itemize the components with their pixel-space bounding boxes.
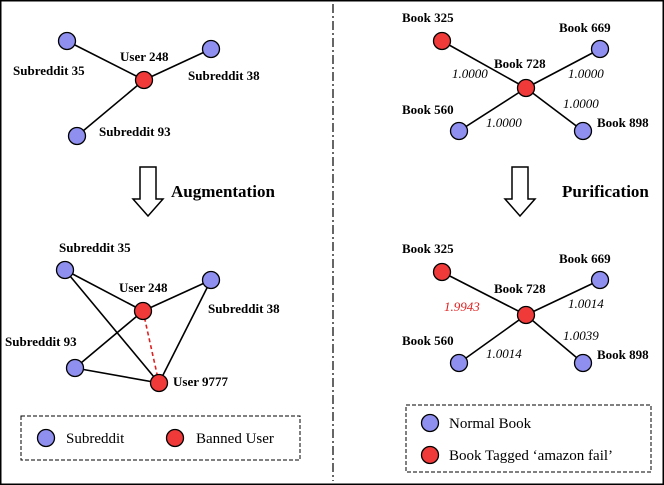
node-label: Book 669 (559, 251, 611, 266)
edge-weight: 1.0000 (486, 115, 522, 130)
banned-user-node (133, 301, 153, 321)
node-label: Book 560 (402, 333, 454, 348)
step-label: Augmentation (171, 182, 275, 201)
edge (76, 79, 145, 137)
edge (525, 87, 584, 132)
augmented-edge (142, 310, 160, 384)
right-bottom-graph: Book 325 Book 669 Book 728 Book 560 Book… (402, 241, 649, 373)
legend-red-swatch (165, 428, 185, 448)
edge (441, 40, 527, 89)
legend-red-swatch (420, 445, 440, 465)
legend-box (20, 415, 301, 461)
node-label: User 9777 (173, 374, 229, 389)
normal-book-node (590, 39, 610, 59)
tagged-book-node (516, 305, 536, 325)
node-label: Subreddit 35 (59, 240, 131, 255)
subreddit-node (65, 358, 85, 378)
node-label: User 248 (120, 49, 169, 64)
edge (458, 87, 527, 132)
down-arrow-icon (503, 166, 537, 218)
normal-book-node (590, 270, 610, 290)
right-top-graph: Book 325 Book 669 Book 728 Book 560 Book… (402, 10, 649, 141)
normal-book-node (449, 353, 469, 373)
tagged-book-node (432, 31, 452, 51)
left-legend: Subreddit Banned User (20, 415, 301, 461)
left-top-graph: User 248 Subreddit 35 Subreddit 38 Subre… (13, 31, 260, 146)
node-label: Book 325 (402, 241, 454, 256)
legend-label: Subreddit (66, 431, 125, 447)
edge (64, 269, 160, 384)
subreddit-node (55, 260, 75, 280)
subreddit-node (67, 126, 87, 146)
legend-blue-swatch (36, 428, 56, 448)
left-bottom-graph: Subreddit 35 User 248 Subreddit 38 Subre… (5, 240, 280, 393)
edge (143, 48, 212, 81)
edge (74, 367, 160, 384)
step-label: Purification (562, 182, 649, 201)
edge (458, 314, 527, 364)
legend-label: Banned User (196, 431, 274, 447)
edge-weight-highlighted: 1.9943 (444, 299, 480, 314)
node-label: Book 325 (402, 10, 454, 25)
subreddit-node (201, 270, 221, 290)
right-legend: Normal Book Book Tagged ‘amazon fail’ (405, 404, 652, 473)
node-label: Book 669 (559, 20, 611, 35)
node-label: Book 728 (494, 281, 546, 296)
node-label: Subreddit 38 (208, 301, 280, 316)
edge-weight: 1.0000 (563, 96, 599, 111)
banned-user-node (134, 70, 154, 90)
normal-book-node (573, 121, 593, 141)
edge (74, 310, 144, 369)
node-label: Subreddit 38 (188, 68, 260, 83)
node-label: User 248 (119, 280, 168, 295)
node-label: Subreddit 93 (5, 334, 77, 349)
normal-book-node (573, 353, 593, 373)
edge-weight: 1.0039 (563, 328, 599, 343)
node-label: Book 898 (597, 347, 649, 362)
banned-user-node (149, 373, 169, 393)
edge (525, 314, 584, 364)
edge (66, 40, 145, 81)
node-label: Book 898 (597, 115, 649, 130)
edge (158, 279, 212, 384)
edge-weight: 1.0000 (568, 66, 604, 81)
legend-label: Book Tagged ‘amazon fail’ (449, 448, 613, 464)
tagged-book-node (432, 262, 452, 282)
tagged-book-node (516, 78, 536, 98)
legend-blue-swatch (420, 413, 440, 433)
edge-weight: 1.0014 (486, 346, 522, 361)
subreddit-node (57, 31, 77, 51)
edge-weight: 1.0014 (568, 296, 604, 311)
edge (525, 279, 601, 316)
node-label: Book 560 (402, 102, 454, 117)
subreddit-node (201, 39, 221, 59)
legend-box (405, 404, 652, 473)
down-arrow-icon (131, 166, 165, 218)
edge-weight: 1.0000 (452, 66, 488, 81)
edge (441, 271, 527, 316)
edge (142, 279, 212, 312)
legend-label: Normal Book (449, 416, 532, 432)
node-label: Book 728 (494, 56, 546, 71)
normal-book-node (449, 121, 469, 141)
node-label: Subreddit 93 (99, 124, 171, 139)
edge (525, 48, 601, 89)
edge (64, 269, 144, 312)
node-label: Subreddit 35 (13, 63, 85, 78)
